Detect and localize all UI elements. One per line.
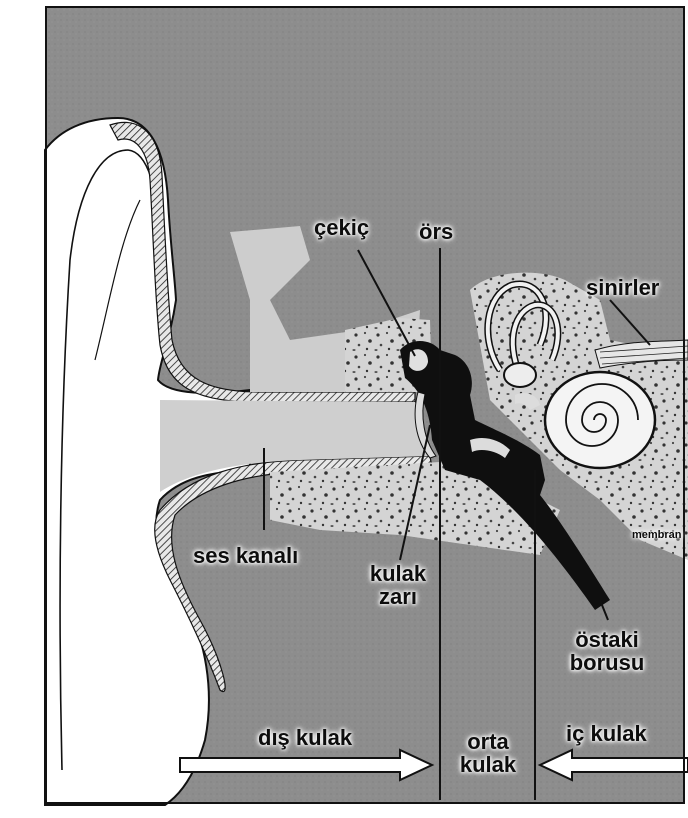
label-dis-kulak: dış kulak — [258, 726, 352, 749]
label-ostaki-line1: östaki — [552, 628, 662, 651]
label-kulak-zari-line1: kulak — [358, 562, 438, 585]
label-orta-kulak: orta kulak — [444, 730, 532, 776]
label-kulak-zari-line2: zarı — [358, 585, 438, 608]
label-orta-line2: kulak — [444, 753, 532, 776]
label-kulak-zari: kulak zarı — [358, 562, 438, 608]
label-cekic: çekiç — [314, 216, 369, 239]
label-sinirler: sinirler — [586, 276, 659, 299]
label-ic-kulak: iç kulak — [566, 722, 647, 745]
label-orta-line1: orta — [444, 730, 532, 753]
label-ors: örs — [419, 220, 453, 243]
label-membran: membran — [632, 530, 682, 542]
label-ostaki-line2: borusu — [552, 651, 662, 674]
label-ostaki-borusu: östaki borusu — [552, 628, 662, 674]
label-ses-kanali: ses kanalı — [193, 544, 298, 567]
cochlea — [545, 372, 655, 468]
